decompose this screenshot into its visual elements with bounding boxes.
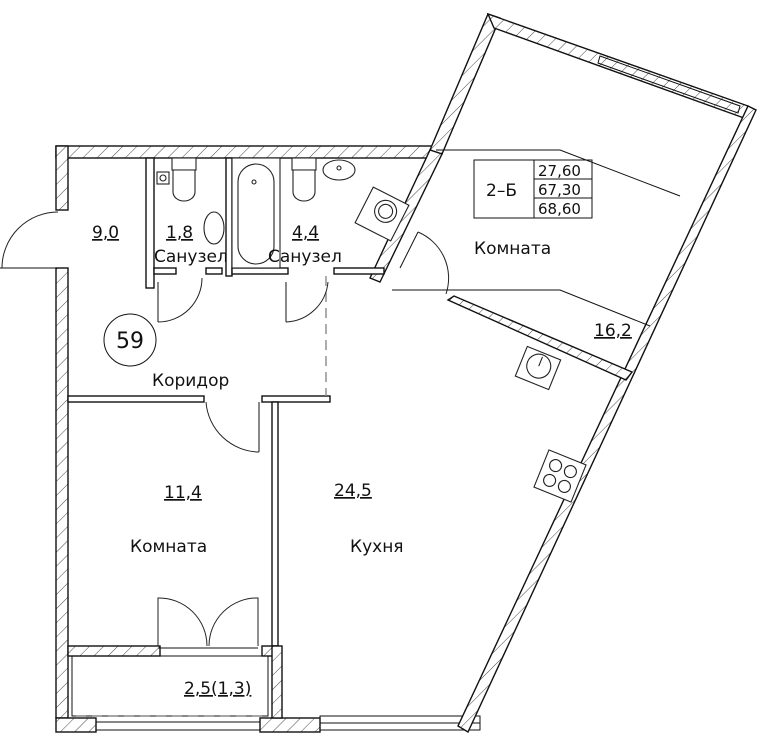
interior-partitions [67,157,385,731]
room-labels: 9,0 1,8 Санузел 4,4 Санузел Коридор Комн… [92,223,632,699]
room-area-balcony: 2,5(1,3) [184,679,251,699]
room-area-bath2: 4,4 [292,223,319,243]
room-label-small-room: Комната [130,537,207,557]
stove-icon [533,449,587,503]
table-value-3: 68,60 [538,200,581,218]
kitchen-sink-icon [514,345,562,391]
sink-icon [203,211,225,245]
room-label-large-room: Комната [474,239,551,259]
room-label-bath1: Санузел [154,247,228,267]
apartment-type-table: 2–Б 27,60 67,30 68,60 [473,159,593,219]
exterior-walls [55,12,757,734]
toilet-icon [172,169,196,202]
room-area-hall: 9,0 [92,223,119,243]
room-area-small-room: 11,4 [164,483,202,503]
table-value-1: 27,60 [538,162,581,180]
room-label-corridor: Коридор [152,371,229,391]
room-area-kitchen: 24,5 [334,481,372,501]
apartment-number-circle [103,313,157,367]
doors [0,211,450,649]
room-area-large-room: 16,2 [594,321,632,341]
toilet-icon [292,169,316,202]
washing-machine-icon [354,186,410,242]
room-area-bath1: 1,8 [166,223,193,243]
toilet-tank-icon [171,157,197,171]
room-label-bath2: Санузел [268,247,342,267]
leader-line [392,289,651,327]
room-label-kitchen: Кухня [350,537,404,557]
fixtures [156,157,587,503]
leader-line [436,149,681,197]
apartment-type: 2–Б [486,181,517,201]
apartment-number: 59 [116,329,144,354]
table-value-2: 67,30 [538,181,581,199]
